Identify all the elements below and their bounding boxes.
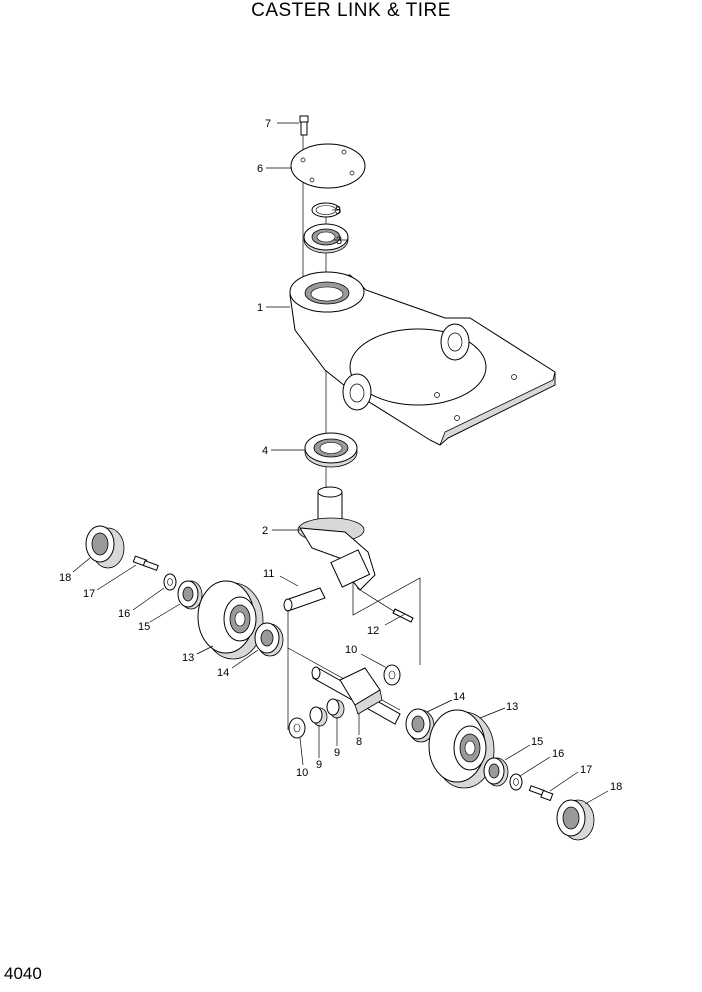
page-number: 4040	[4, 964, 42, 983]
axle-part	[311, 666, 401, 725]
hub-cap-part	[556, 799, 595, 841]
callout-label: 9	[316, 759, 322, 771]
callout-label: 13	[506, 701, 518, 713]
washer-part	[509, 773, 523, 791]
callout-label: 17	[83, 588, 95, 600]
bolt-part	[528, 785, 554, 802]
washer-part	[383, 664, 401, 686]
bearing-part	[254, 622, 284, 657]
bolt-part	[132, 555, 159, 571]
washer-part	[163, 573, 177, 591]
spring-pin-part	[392, 608, 414, 623]
callout-label: 16	[118, 608, 130, 620]
leader-lines	[72, 122, 609, 805]
callout-label: 7	[265, 118, 271, 130]
callout-label: 13	[182, 652, 194, 664]
callout-label: 8	[356, 736, 362, 748]
bolt-part	[299, 115, 309, 136]
washer-part	[288, 717, 306, 739]
callout-label: 11	[263, 568, 274, 580]
page-title: CASTER LINK & TIRE	[251, 0, 451, 21]
callout-label: 15	[531, 736, 543, 748]
fork-king-pin-part	[297, 486, 376, 591]
bearing-part	[405, 708, 435, 743]
bearing-upper-part	[303, 223, 349, 254]
snap-ring-part	[311, 202, 341, 218]
callout-label: 17	[580, 764, 592, 776]
callout-label: 6	[257, 163, 263, 175]
tire-part	[197, 580, 264, 660]
callout-label: 4	[262, 445, 268, 457]
callout-label: 1	[257, 302, 263, 314]
tire-part	[428, 709, 495, 789]
bearing-lower-part	[304, 432, 358, 468]
callout-label: 12	[367, 625, 379, 637]
callout-label: 16	[552, 748, 564, 760]
callout-label: 18	[610, 781, 622, 793]
callout-label: 18	[59, 572, 71, 584]
left-wheel-assembly	[85, 525, 284, 660]
bearing-part	[177, 580, 203, 610]
callout-label: 9	[334, 747, 340, 759]
callout-label: 14	[217, 667, 229, 679]
bushing-part	[309, 706, 328, 727]
callout-label: 2	[262, 525, 268, 537]
callout-label: 10	[296, 767, 308, 779]
assembly-guide-line	[352, 577, 421, 665]
bushing-part	[326, 698, 345, 719]
callout-label: 10	[345, 644, 357, 656]
hub-cap-part	[85, 525, 125, 569]
caster-link-frame-part	[289, 271, 556, 446]
callout-label: 14	[453, 691, 465, 703]
cover-plate-part	[290, 143, 366, 189]
callout-label: 15	[138, 621, 150, 633]
callout-label: 3	[336, 235, 342, 247]
right-wheel-assembly	[405, 708, 595, 841]
bearing-part	[483, 757, 509, 787]
assembly-guide-line	[356, 587, 396, 613]
callout-label: 5	[335, 205, 341, 217]
pin-part	[283, 587, 326, 612]
